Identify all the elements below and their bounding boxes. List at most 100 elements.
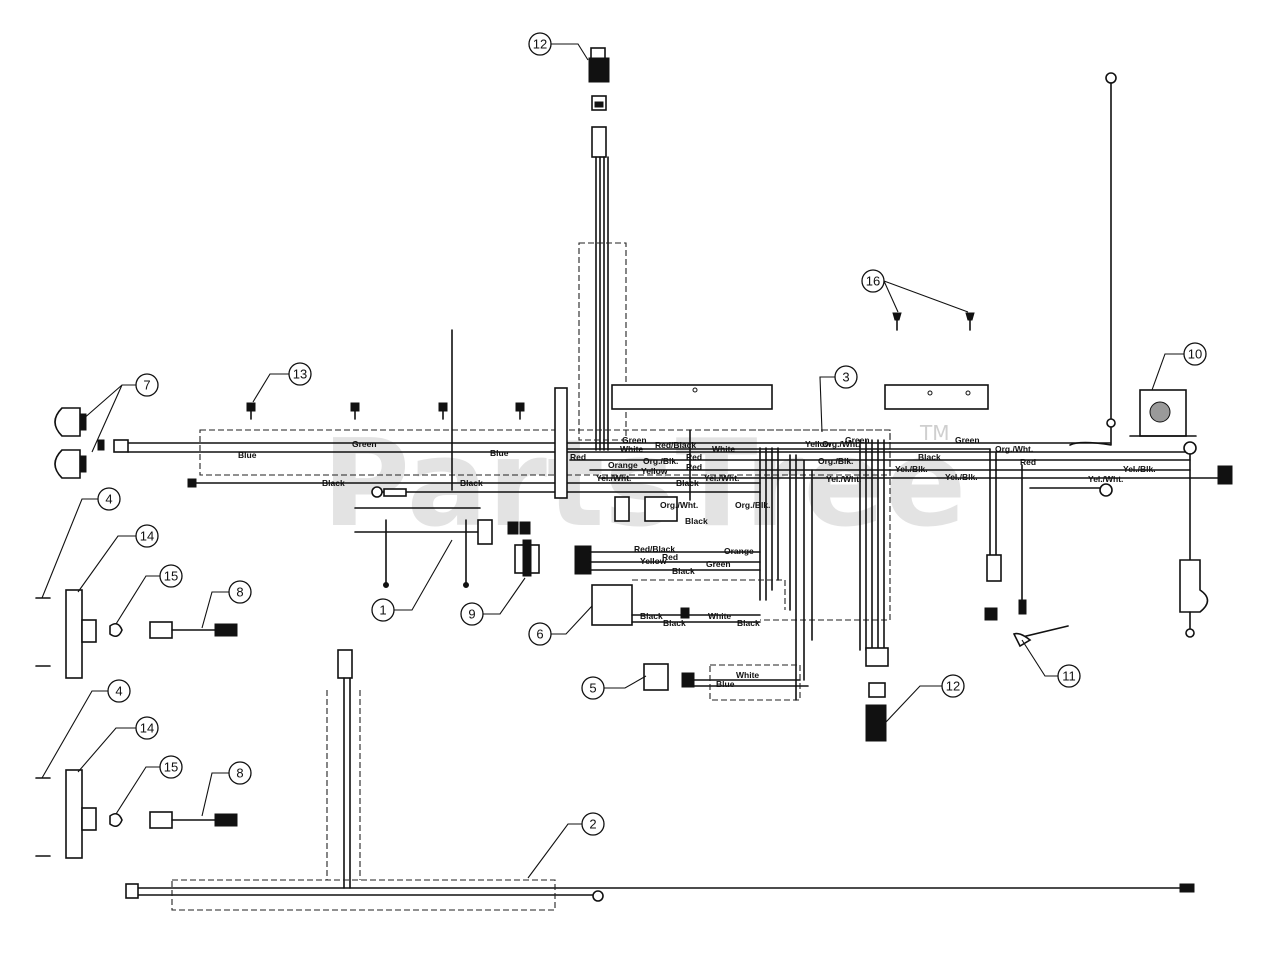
part-12-top-switch[interactable] — [588, 47, 610, 111]
label-blue-1: Blue — [238, 450, 257, 460]
label-black-3: Black — [918, 452, 941, 462]
label-yel-blk-2: Yel./Blk. — [945, 472, 978, 482]
label-yel-wht-1: Yel./Wht. — [596, 473, 631, 483]
part-1-harness[interactable] — [354, 507, 531, 588]
svg-text:2: 2 — [589, 817, 596, 832]
svg-text:16: 16 — [866, 274, 880, 289]
label-yel-blk-3: Yel./Blk. — [1123, 464, 1156, 474]
part-7-bulbs[interactable] — [54, 407, 105, 479]
label-black-1: Black — [322, 478, 345, 488]
svg-text:11: 11 — [1062, 669, 1076, 684]
svg-text:13: 13 — [293, 367, 307, 382]
label-org-wht-1: Org./Wht. — [822, 439, 860, 449]
callout-6[interactable]: 6 — [528, 605, 593, 646]
svg-text:12: 12 — [533, 37, 547, 52]
label-orange-2: Orange — [724, 546, 754, 556]
svg-text:3: 3 — [842, 370, 849, 385]
svg-text:8: 8 — [236, 766, 243, 781]
label-white-1: White — [620, 444, 643, 454]
callout-12-bottom[interactable]: 12 — [885, 674, 965, 723]
callout-4-bottom[interactable]: 4 — [41, 679, 131, 779]
label-org-blk-3: Org./Blk. — [735, 500, 770, 510]
callout-14-bottom[interactable]: 14 — [77, 716, 159, 773]
label-green-3: Green — [845, 435, 870, 445]
top-bracket — [611, 384, 773, 410]
label-org-wht-2: Org./Wht. — [995, 444, 1033, 454]
right-bracket — [884, 384, 989, 410]
label-green-2: Green — [622, 435, 647, 445]
label-yel-wht-2: Yel./Wht. — [704, 473, 739, 483]
callout-10[interactable]: 10 — [1151, 342, 1207, 391]
part-16-screws[interactable] — [892, 312, 975, 331]
callout-4-top[interactable]: 4 — [41, 487, 121, 599]
part-13-clips[interactable] — [246, 402, 525, 420]
svg-text:12: 12 — [946, 679, 960, 694]
label-red-5: Red — [686, 462, 702, 472]
label-orange-1: Orange — [608, 460, 638, 470]
label-black-7: Black — [640, 611, 663, 621]
part-12-bottom-switch[interactable] — [865, 682, 887, 742]
part-14-lamp-top[interactable] — [65, 589, 97, 679]
svg-text:5: 5 — [589, 681, 596, 696]
label-red-black: Red/Black — [655, 440, 696, 450]
svg-text:8: 8 — [236, 585, 243, 600]
antenna-wire — [1069, 72, 1117, 446]
label-black-5: Black — [685, 516, 708, 526]
callout-7[interactable]: 7 — [81, 373, 159, 453]
part-6-connector[interactable] — [591, 579, 786, 626]
label-org-blk-1: Org./Blk. — [643, 456, 678, 466]
label-black-8: Black — [663, 618, 686, 628]
label-yel-wht-3: Yel./Wht. — [826, 474, 861, 484]
part-14-lamp-bottom[interactable] — [65, 769, 97, 859]
callout-11[interactable]: 11 — [1021, 639, 1081, 688]
part-2-rear-harness[interactable] — [125, 649, 1195, 911]
main-harness-vertical-branch — [578, 126, 627, 451]
callout-16[interactable]: 16 — [861, 269, 969, 313]
label-red-1: Red — [570, 452, 586, 462]
callout-13[interactable]: 13 — [252, 362, 312, 403]
callout-8-bottom[interactable]: 8 — [201, 761, 252, 817]
callout-15-bottom[interactable]: 15 — [115, 755, 183, 815]
label-yellow-3: Yellow — [640, 556, 667, 566]
callout-15-top[interactable]: 15 — [115, 564, 183, 625]
label-green-1: Green — [352, 439, 377, 449]
callouts: 12 16 10 3 13 7 4 — [41, 32, 1207, 879]
label-yellow-2: Yellow — [805, 439, 832, 449]
harness-drops — [759, 439, 1027, 701]
callout-14-top[interactable]: 14 — [77, 524, 159, 593]
center-connector — [554, 387, 761, 575]
wire-labels: Green Blue Blue Black Black Green Green … — [238, 435, 1156, 689]
label-yel-wht-4: Yel./Wht. — [1088, 474, 1123, 484]
callout-8-top[interactable]: 8 — [201, 580, 252, 629]
callout-9[interactable]: 9 — [460, 577, 526, 626]
watermark: PartsTree — [322, 415, 966, 554]
label-red-black-2: Red/Black — [634, 544, 675, 554]
label-white-2: White — [712, 444, 735, 454]
part-9-switch[interactable] — [514, 539, 540, 577]
part-8-sockets[interactable] — [149, 621, 238, 829]
svg-text:15: 15 — [164, 760, 178, 775]
watermark-trademark: TM — [919, 421, 949, 445]
part-4-screws[interactable] — [35, 597, 51, 857]
label-red-2: Red — [686, 452, 702, 462]
label-white-3: White — [708, 611, 731, 621]
callout-2[interactable]: 2 — [527, 812, 605, 879]
label-yellow-1: Yellow — [641, 466, 668, 476]
part-10-relay[interactable] — [1129, 389, 1197, 437]
right-harness-end — [1029, 441, 1233, 638]
label-green-4: Green — [955, 435, 980, 445]
callout-5[interactable]: 5 — [581, 675, 647, 700]
label-white-4: White — [736, 670, 759, 680]
svg-text:7: 7 — [143, 378, 150, 393]
callout-3[interactable]: 3 — [819, 365, 858, 433]
callout-1[interactable]: 1 — [371, 539, 453, 622]
part-11-cable[interactable] — [984, 607, 1069, 648]
callout-12-top[interactable]: 12 — [528, 32, 589, 61]
svg-text:9: 9 — [468, 607, 475, 622]
label-black-2: Black — [460, 478, 483, 488]
part-5-relay[interactable] — [643, 663, 809, 701]
part-15-bulbs[interactable] — [109, 622, 123, 828]
svg-text:14: 14 — [140, 721, 154, 736]
